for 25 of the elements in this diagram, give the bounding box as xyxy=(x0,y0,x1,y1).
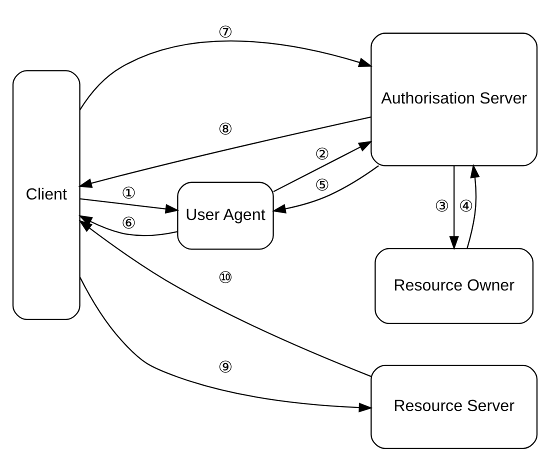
arrow xyxy=(272,165,379,214)
arrow xyxy=(78,215,178,236)
edge-label: ⑧ xyxy=(218,119,233,138)
edge-label: ⑩ xyxy=(218,268,233,287)
arrow xyxy=(78,220,372,377)
edge-label: ⑤ xyxy=(314,176,330,195)
edge-label: ② xyxy=(314,144,330,164)
edge-label: ③ xyxy=(434,196,450,216)
edge-label: ① xyxy=(122,184,136,203)
arrow xyxy=(449,166,459,250)
node-box: User Agent xyxy=(177,182,274,250)
arrow xyxy=(78,116,371,188)
arrow xyxy=(80,198,180,214)
node-box: Resource Server xyxy=(370,364,538,449)
node-box: Resource Owner xyxy=(374,248,534,324)
arrow xyxy=(466,164,480,248)
node-box: Authorisation Server xyxy=(370,32,538,166)
arrow xyxy=(79,40,373,110)
edge-label: ⑨ xyxy=(218,358,233,377)
edge-label: ⑥ xyxy=(122,214,136,233)
edge-label: ⑦ xyxy=(218,22,233,42)
node-box: Client xyxy=(12,70,80,320)
arrow xyxy=(79,276,373,412)
edge-label: ④ xyxy=(458,196,474,216)
arrow xyxy=(273,140,372,192)
